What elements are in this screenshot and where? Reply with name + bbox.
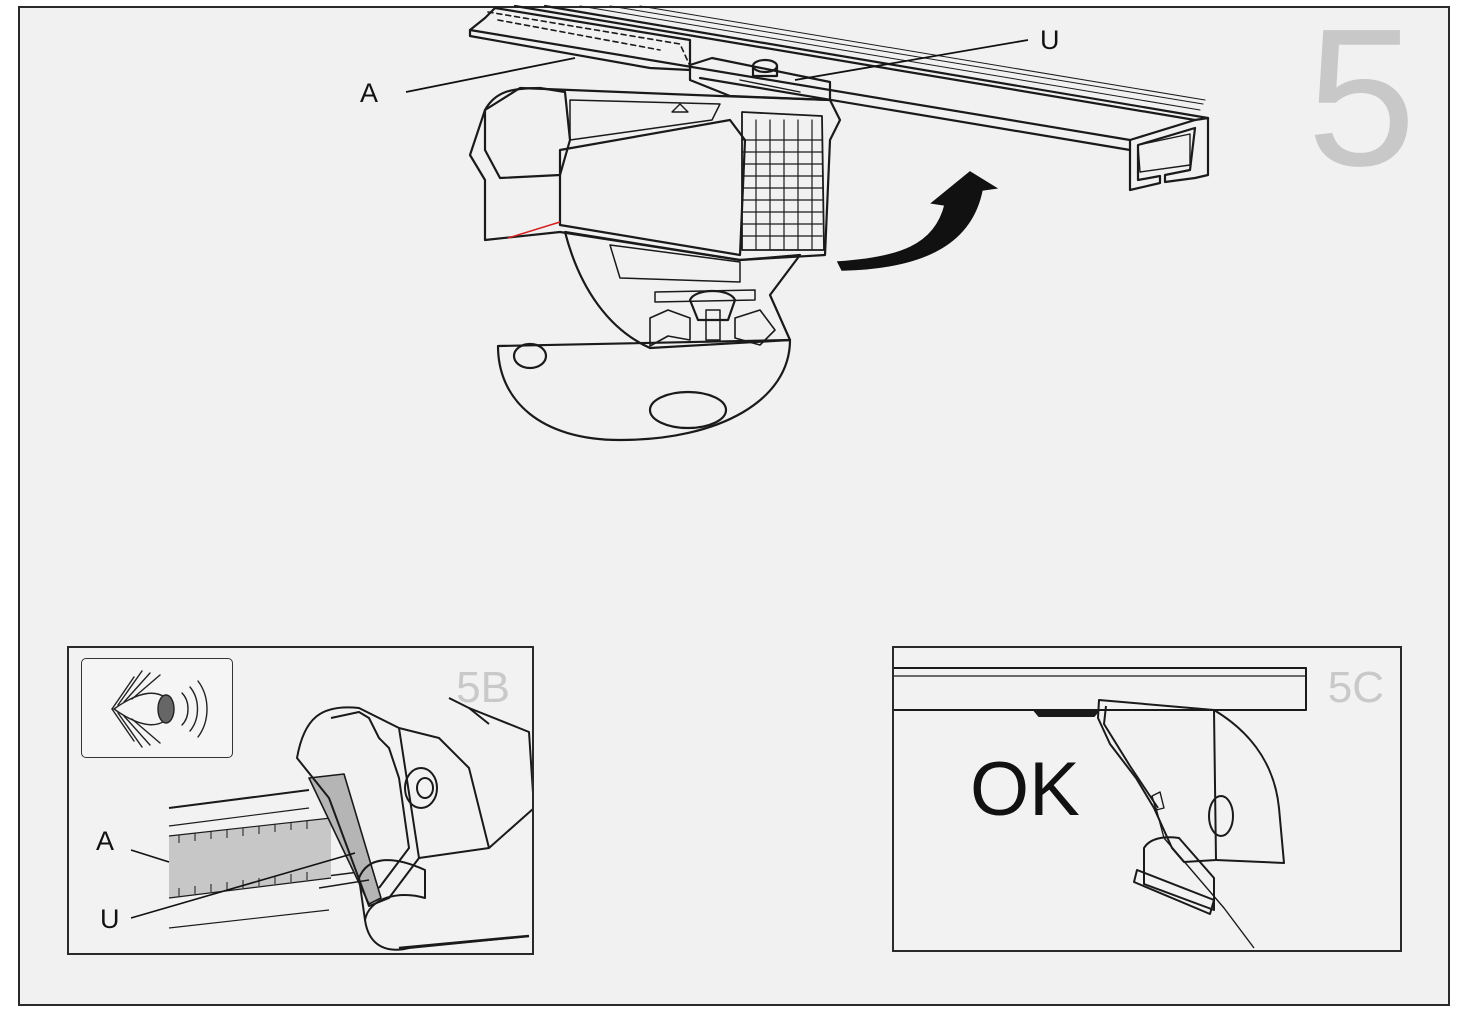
leader-line-5b-u bbox=[130, 852, 356, 919]
label-5b-u: U bbox=[100, 904, 120, 934]
label-a: A bbox=[360, 78, 379, 108]
leader-line-u bbox=[794, 39, 1029, 81]
leader-line-5b-a bbox=[130, 849, 170, 863]
inspection-eye-box bbox=[81, 658, 233, 758]
inset-5b: 5B bbox=[67, 646, 534, 955]
red-alignment-mark bbox=[507, 221, 561, 239]
rotate-arrow-icon bbox=[836, 171, 999, 271]
rubber-pad-a bbox=[468, 6, 692, 72]
leader-line-a bbox=[405, 57, 576, 93]
ruler-ticks bbox=[178, 821, 308, 896]
inset-5c-illustration bbox=[894, 667, 1307, 949]
step-number: 5 bbox=[1306, 0, 1416, 207]
main-illustration bbox=[405, 4, 1210, 442]
eye-icon bbox=[111, 670, 208, 748]
roof-bar bbox=[468, 4, 1210, 192]
inset-label-5b: 5B bbox=[456, 663, 510, 712]
end-cap bbox=[496, 338, 792, 442]
inset-label-5c: 5C bbox=[1327, 663, 1384, 712]
inset-5b-illustration bbox=[130, 697, 532, 951]
inset-5c: 5C OK bbox=[892, 646, 1402, 952]
label-5b-a: A bbox=[96, 826, 115, 856]
label-u: U bbox=[1040, 25, 1060, 55]
ok-status-text: OK bbox=[970, 747, 1080, 832]
roof-rack-foot bbox=[468, 86, 842, 350]
